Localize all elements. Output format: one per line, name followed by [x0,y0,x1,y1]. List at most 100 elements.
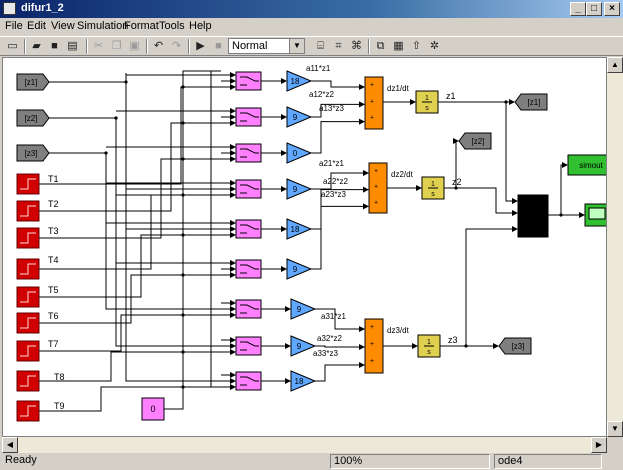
maximize-button[interactable]: □ [586,2,602,16]
new-icon[interactable]: ▭ [7,40,18,52]
step-icon[interactable] [20,205,36,217]
from-tag-label[interactable]: [z3] [25,149,38,158]
simulation-mode-select[interactable]: Normal ▼ [228,38,305,54]
mux-block[interactable] [517,194,549,238]
model-explorer-icon[interactable]: ▦ [393,40,404,52]
scroll-up-icon[interactable]: ▲ [607,57,623,73]
step-input-label[interactable]: T7 [48,339,59,349]
cut-icon[interactable]: ✂ [93,40,104,52]
step-input-label[interactable]: T5 [48,285,59,295]
gain-value: 9 [297,342,302,351]
goto-tag-label[interactable]: [z2] [472,137,485,146]
menu-help[interactable]: Help [189,20,212,32]
menu-simulation[interactable]: Simulation [77,20,129,32]
gain-block[interactable] [286,70,313,92]
scroll-left-icon[interactable]: ◀ [2,437,18,453]
menu-bar: File Edit View Simulation Format Tools H… [0,18,623,36]
update-diagram-icon[interactable]: ⌗ [335,40,342,52]
start-simulation-icon[interactable]: ▶ [196,40,205,52]
gain-block[interactable] [290,370,317,392]
go-to-parent-icon[interactable]: ⇧ [411,40,422,52]
scroll-down-icon[interactable]: ▼ [607,421,623,437]
step-input-label[interactable]: T2 [48,199,59,209]
build-icon[interactable]: ⌸ [317,40,324,52]
gain-block[interactable] [290,335,317,357]
gain-block[interactable] [286,106,313,128]
branch-point [181,385,185,389]
goto-tag-label[interactable]: [z1] [528,98,541,107]
sum-block[interactable] [364,76,384,130]
signal-line [39,314,235,352]
step-icon[interactable] [20,405,36,417]
print-icon[interactable]: ▤ [67,40,78,52]
status-text: Ready [5,454,37,466]
step-icon[interactable] [20,291,36,303]
gain-block[interactable] [286,258,313,280]
sum-block[interactable] [368,162,388,214]
library-browser-icon[interactable]: ⧉ [376,40,385,52]
goto-tag-block[interactable] [498,337,532,355]
from-tag-block[interactable] [16,109,50,127]
step-icon[interactable] [20,178,36,190]
branch-point [181,85,185,89]
step-input-label[interactable]: T3 [48,226,59,236]
step-icon[interactable] [20,317,36,329]
undo-icon[interactable]: ↶ [153,40,164,52]
close-button[interactable]: × [604,2,620,16]
minimize-button[interactable]: _ [570,2,586,16]
build-subsystem-icon[interactable]: ⌘ [351,40,362,52]
from-tag-block[interactable] [16,144,50,162]
gain-block[interactable] [286,142,313,164]
menu-format[interactable]: Format [124,20,159,32]
menu-edit[interactable]: Edit [27,20,46,32]
integrator-num: 1 [425,95,429,102]
step-input-label[interactable]: T6 [48,311,59,321]
step-icon[interactable] [20,345,36,357]
from-tag-label[interactable]: [z2] [25,114,38,123]
step-icon[interactable] [20,375,36,387]
save-icon[interactable]: ■ [51,40,58,52]
menu-file[interactable]: File [5,20,23,32]
simout-block[interactable] [567,154,606,176]
scroll-right-icon[interactable]: ▶ [591,437,607,453]
copy-icon[interactable]: ❐ [111,40,122,52]
signal-line [315,308,365,332]
constant-block[interactable] [141,397,165,421]
gain-block[interactable] [290,298,317,320]
step-input-label[interactable]: T9 [54,401,65,411]
open-folder-icon[interactable]: ▰ [32,40,41,52]
gain-value: 9 [293,113,298,122]
debugger-icon[interactable]: ✲ [429,40,440,52]
gain-block[interactable] [286,178,313,200]
constant-value[interactable]: 0 [150,404,155,414]
product-label: a23*z3 [321,190,346,199]
step-input-label[interactable]: T4 [48,255,59,265]
signal-line [39,386,235,412]
product-label: a21*z1 [319,159,344,168]
vertical-scrollbar[interactable]: ▲ ▼ [607,57,623,437]
from-tag-block[interactable] [16,73,50,91]
signal-line [311,80,365,90]
switch-icon [240,148,259,154]
goto-tag-block[interactable] [514,93,548,111]
step-icon[interactable] [20,263,36,275]
step-input-label[interactable]: T1 [48,174,59,184]
signal-line [315,344,365,350]
from-tag-label[interactable]: [z1] [25,78,38,87]
horizontal-scrollbar[interactable]: ◀ ▶ [2,437,607,453]
menu-tools[interactable]: Tools [159,20,185,32]
stop-simulation-icon[interactable]: ■ [215,40,222,52]
sum-block[interactable] [364,318,384,374]
toolbar-separator [188,39,190,54]
paste-icon[interactable]: ▣ [129,40,140,52]
chevron-down-icon[interactable]: ▼ [289,39,304,53]
redo-icon[interactable]: ↷ [171,40,182,52]
step-input-label[interactable]: T8 [54,372,65,382]
menu-view[interactable]: View [51,20,75,32]
goto-tag-label[interactable]: [z3] [512,342,525,351]
gain-block[interactable] [286,218,313,240]
goto-tag-block[interactable] [458,132,492,150]
step-icon[interactable] [20,232,36,244]
